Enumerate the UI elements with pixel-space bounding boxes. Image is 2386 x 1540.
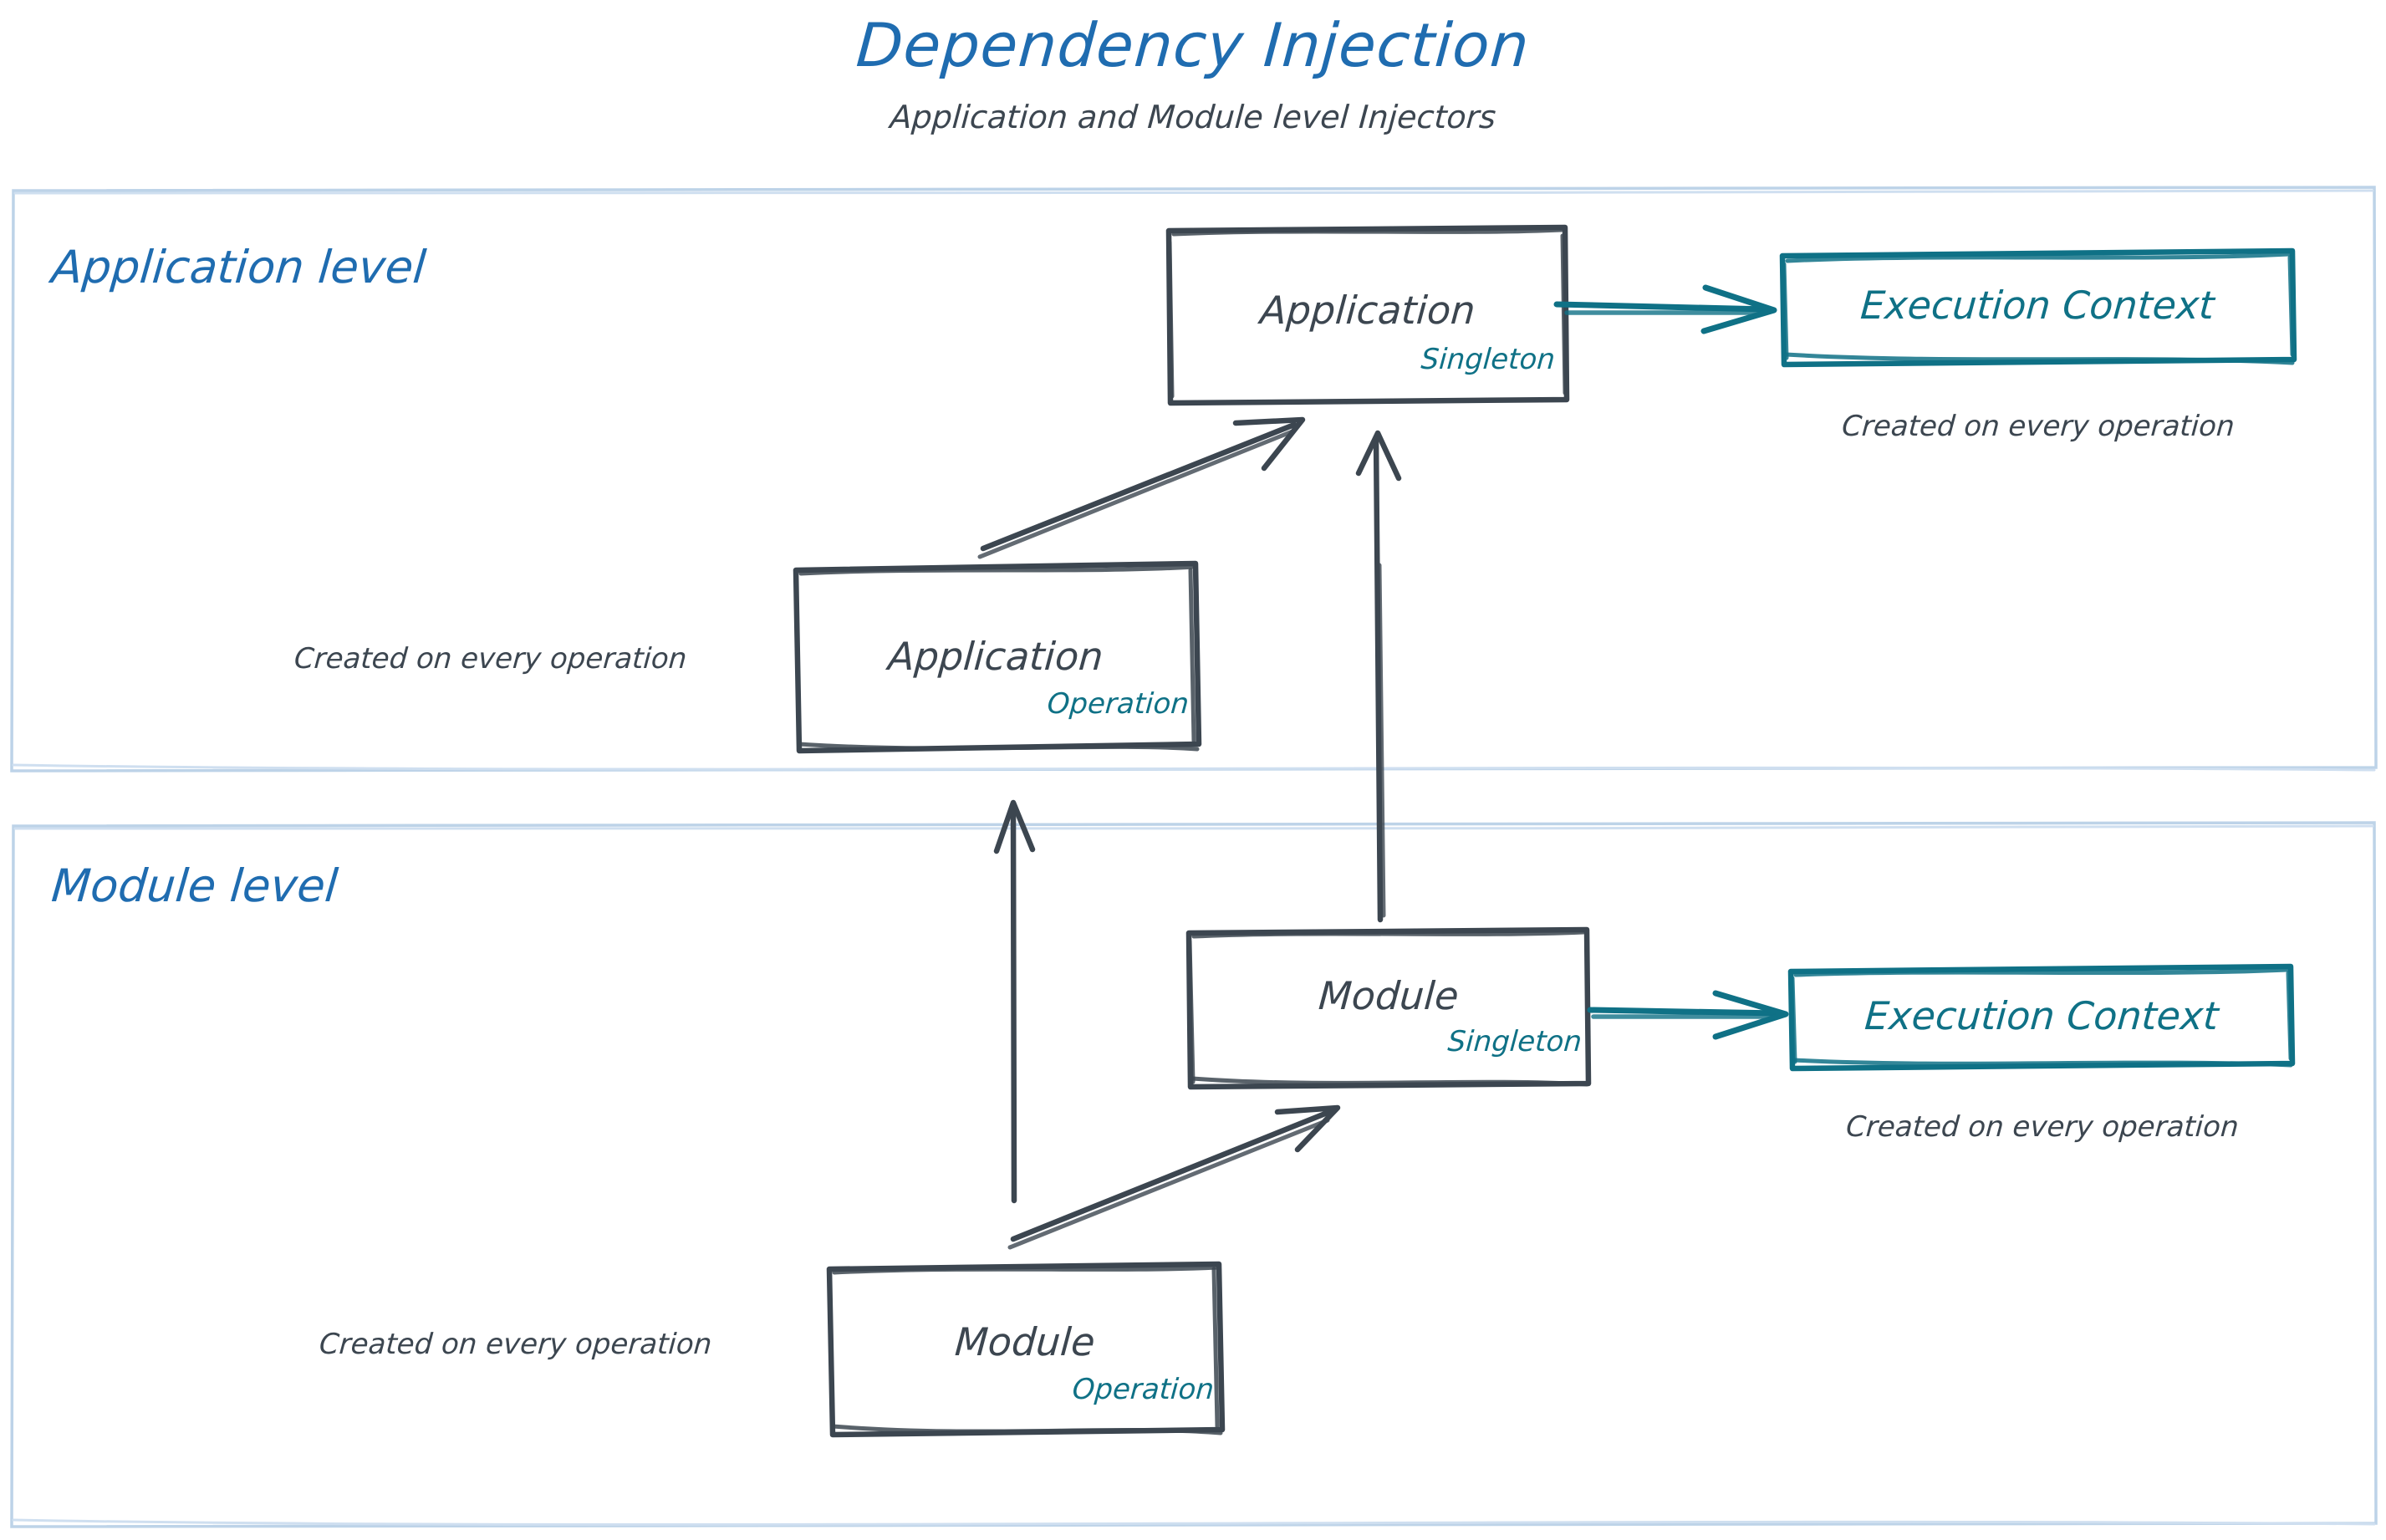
module-level-frame	[10, 821, 2378, 1528]
application-singleton-box[interactable]	[1165, 224, 1570, 406]
module-operation-scope: Operation	[1071, 1373, 1216, 1406]
application-execution-context-box[interactable]	[1779, 247, 2297, 368]
module-execution-context-label: Execution Context	[1863, 993, 2220, 1038]
application-level-frame	[10, 186, 2378, 773]
application-operation-note: Created on every operation	[293, 642, 688, 676]
edge-app-operation-to-app-singleton	[977, 416, 1306, 559]
application-singleton-title: Application	[1258, 288, 1477, 333]
module-singleton-title: Module	[1317, 973, 1461, 1018]
application-operation-scope: Operation	[1046, 687, 1190, 721]
module-singleton-scope: Singleton	[1446, 1025, 1583, 1058]
application-execution-context-label: Execution Context	[1858, 283, 2216, 328]
module-operation-note: Created on every operation	[318, 1328, 713, 1361]
module-execution-context-note: Created on every operation	[1844, 1110, 2241, 1144]
application-operation-title: Application	[886, 634, 1105, 679]
edge-module-operation-to-app-operation	[993, 799, 1036, 1204]
application-execution-context-note: Created on every operation	[1840, 410, 2236, 443]
module-execution-context-box[interactable]	[1787, 963, 2296, 1072]
module-level-label: Module level	[49, 859, 340, 912]
application-level-label: Application level	[49, 241, 429, 293]
edge-module-singleton-to-app-singleton	[1355, 430, 1402, 923]
module-operation-title: Module	[953, 1319, 1097, 1364]
module-operation-box[interactable]	[826, 1261, 1226, 1438]
application-singleton-scope: Singleton	[1420, 343, 1557, 376]
module-singleton-box[interactable]	[1185, 926, 1592, 1090]
edge-app-singleton-to-execution-context	[1553, 284, 1777, 334]
edge-module-singleton-to-execution-context	[1587, 990, 1789, 1040]
application-operation-box[interactable]	[793, 560, 1202, 754]
edge-module-operation-to-module-singleton	[1007, 1104, 1341, 1250]
